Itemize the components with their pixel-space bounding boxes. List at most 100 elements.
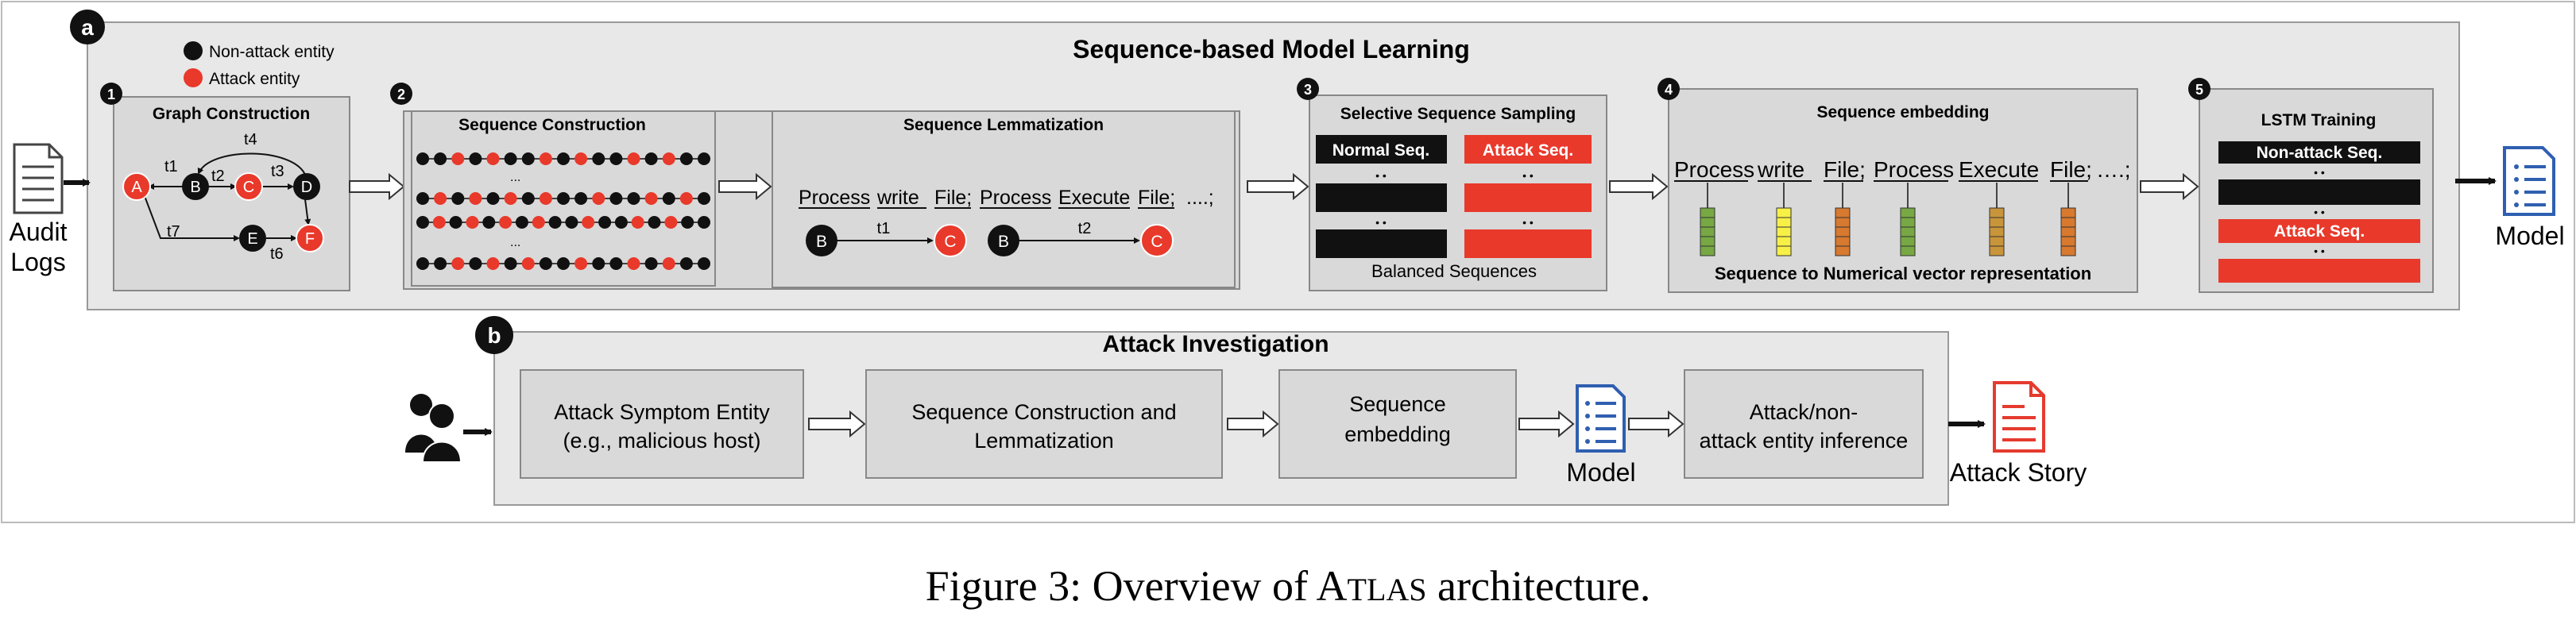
sequence-row-1-node bbox=[486, 152, 500, 165]
audit-logs-document-icon bbox=[13, 143, 64, 214]
sequence-row-2-node bbox=[592, 192, 605, 205]
node-a-label: A bbox=[131, 179, 142, 196]
attack-seq-bar-lstm bbox=[2218, 259, 2420, 283]
edge-label-t4: t4 bbox=[244, 131, 257, 148]
sequence-row-2-node bbox=[416, 192, 429, 205]
lemma-word-file-2: File; bbox=[1138, 187, 1175, 209]
sequence-row-1-node bbox=[698, 152, 710, 165]
sequence-row-3-node bbox=[432, 216, 446, 229]
emb-word-file-1: File; bbox=[1824, 157, 1866, 182]
node-d-label: D bbox=[301, 179, 312, 196]
sequence-row-3-node bbox=[515, 216, 528, 229]
embedding-cell-2 bbox=[1776, 236, 1792, 247]
sequence-row-1-node bbox=[469, 152, 482, 165]
step1-title: Graph Construction bbox=[153, 105, 310, 123]
edge-label-t2: t2 bbox=[211, 168, 225, 185]
flow-arrow-b3-model bbox=[1518, 410, 1575, 438]
panel-b-title: Attack Investigation bbox=[1102, 331, 1329, 357]
sequence-row-3-node bbox=[582, 216, 595, 229]
lemma-example2-src-label: B bbox=[998, 233, 1009, 251]
sequence-row-1-node bbox=[539, 152, 552, 165]
attack-seq-label-lstm: Attack Seq. bbox=[2274, 222, 2365, 241]
flow-arrow-4-5 bbox=[2140, 172, 2199, 201]
node-b bbox=[182, 173, 209, 200]
lstm-dots-1: • • bbox=[2314, 166, 2325, 179]
audit-logs-label-line2: Logs bbox=[10, 248, 65, 276]
sequence-row-4-node bbox=[644, 257, 658, 270]
step4-caption: Sequence to Numerical vector representat… bbox=[1715, 264, 2091, 283]
embedding-cell-6 bbox=[2060, 226, 2076, 237]
sequence-row-1-node bbox=[521, 152, 535, 165]
legend-non-attack-label: Non-attack entity bbox=[209, 43, 335, 61]
model-label-b: Model bbox=[1566, 458, 1635, 487]
sequence-row-4-node bbox=[574, 257, 588, 270]
model-document-icon bbox=[2503, 146, 2555, 216]
step4-badge bbox=[1657, 78, 1680, 100]
flow-arrow-3-4 bbox=[1609, 172, 1669, 201]
embedding-cell-2 bbox=[1776, 226, 1792, 237]
embedding-cell-3 bbox=[1835, 226, 1851, 237]
embedding-cell-1 bbox=[1700, 236, 1715, 247]
sequence-row-4-node bbox=[434, 257, 447, 270]
entity-inference-box bbox=[1684, 369, 1924, 479]
attack-story-label: Attack Story bbox=[1950, 458, 2087, 487]
sequence-row-4-node bbox=[416, 257, 429, 270]
lemmatization-box bbox=[772, 110, 1236, 288]
non-attack-seq-label: Non-attack Seq. bbox=[2257, 144, 2383, 162]
normal-seq-header bbox=[1316, 135, 1447, 164]
model-document-icon-b bbox=[1576, 384, 1626, 453]
step1-graph-construction: 1 Graph Construction t1 t2 t3 t4 t6 t7 A… bbox=[100, 83, 350, 291]
step5-badge bbox=[2188, 78, 2210, 100]
caption-name-rest: TLAS bbox=[1348, 572, 1427, 607]
embedding-cell-5 bbox=[1989, 207, 2005, 218]
embedding-cell-3 bbox=[1835, 217, 1851, 228]
lemma-example1-edge-label: t1 bbox=[877, 220, 891, 237]
lemma-example2-dst-label: C bbox=[1151, 233, 1162, 251]
attack-symptom-entity-line1: Attack Symptom Entity bbox=[554, 400, 770, 424]
sequence-row-1-node bbox=[504, 152, 517, 165]
sequence-row-2-node bbox=[574, 192, 588, 205]
step5-badge-label: 5 bbox=[2195, 82, 2203, 98]
sequence-row-3-node bbox=[548, 216, 562, 229]
step1-badge bbox=[100, 83, 122, 105]
panel-a: a Sequence-based Model Learning Non-atta… bbox=[10, 10, 2565, 310]
step4-box bbox=[1668, 88, 2138, 293]
embedding-cell-6 bbox=[2060, 217, 2076, 228]
sequence-row-4-node bbox=[469, 257, 482, 270]
attack-seq-dots-2: • • bbox=[1522, 216, 1534, 229]
edge-d-f bbox=[304, 198, 311, 225]
sequence-row-3-node bbox=[499, 216, 512, 229]
lemma-word-process-1: Process bbox=[799, 187, 870, 209]
normal-seq-dots-1: • • bbox=[1375, 169, 1387, 182]
panel-a-badge-label: a bbox=[81, 15, 94, 40]
embedding-cell-6 bbox=[2060, 245, 2076, 256]
node-d bbox=[293, 173, 320, 200]
sequence-row-4-node bbox=[592, 257, 605, 270]
emb-word-execute: Execute bbox=[1959, 157, 2039, 182]
node-e bbox=[239, 225, 266, 252]
sequence-embedding-line1: Sequence bbox=[1349, 392, 1446, 416]
embedding-cell-2 bbox=[1776, 217, 1792, 228]
lemma-example1-dst-label: C bbox=[944, 233, 956, 251]
embedding-cell-6 bbox=[2060, 207, 2076, 218]
sequence-row-3-node bbox=[598, 216, 612, 229]
step5-lstm-training: 5 LSTM Training Non-attack Seq. • • • • … bbox=[2188, 78, 2434, 293]
emb-word-file-2: File; bbox=[2050, 157, 2092, 182]
flow-arrow-2-3 bbox=[1247, 172, 1309, 201]
lemma-word-process-2: Process bbox=[980, 187, 1051, 209]
sequence-row-4-node bbox=[662, 257, 675, 270]
sequence-construction-title: Sequence Construction bbox=[458, 116, 646, 134]
flow-arrow-1-2 bbox=[349, 172, 405, 201]
sequence-row-2-node bbox=[486, 192, 500, 205]
normal-seq-bar-1 bbox=[1316, 183, 1447, 212]
lemma-word-file-1: File; bbox=[934, 187, 972, 209]
sequence-row-3-node bbox=[449, 216, 462, 229]
sequence-row-1-node bbox=[416, 152, 429, 165]
node-e-label: E bbox=[247, 230, 257, 248]
figure-caption: Figure 3: Overview of ATLAS architecture… bbox=[926, 562, 1651, 610]
attack-symptom-entity-box bbox=[520, 369, 804, 479]
embedding-cell-1 bbox=[1700, 226, 1715, 237]
sequence-row-2-node bbox=[539, 192, 552, 205]
caption-suffix: architecture. bbox=[1427, 562, 1651, 610]
flow-arrow-model-b4 bbox=[1628, 410, 1684, 438]
